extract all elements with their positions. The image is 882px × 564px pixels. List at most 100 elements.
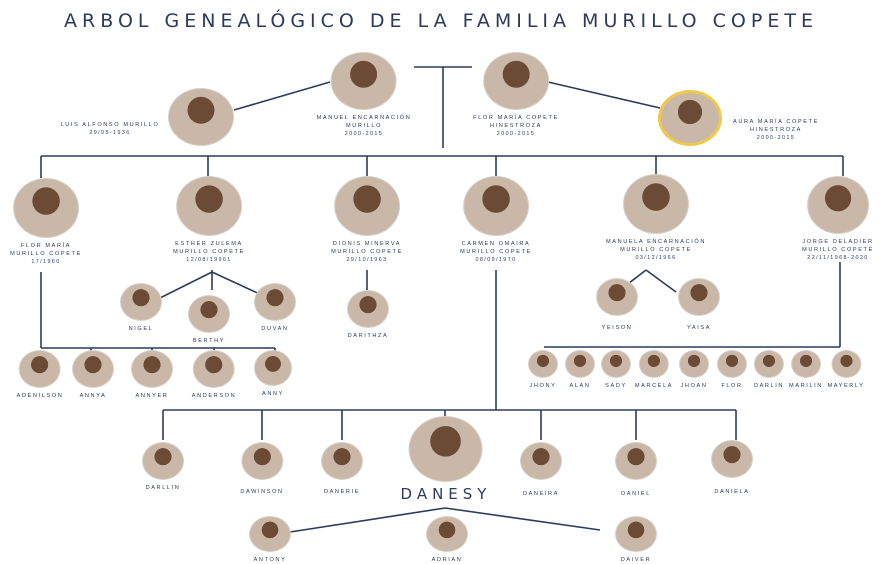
person-name: ANTONY	[253, 557, 287, 563]
person-flor: FLOR	[717, 350, 747, 390]
person-name: YAISA	[686, 325, 712, 331]
portrait-photo	[601, 350, 631, 378]
person-name: DAWINSON	[240, 489, 284, 495]
person-name: ALAN	[569, 383, 591, 389]
person-dates: 2000-2015	[756, 135, 796, 141]
person-darllin: DARLLIN	[142, 442, 184, 492]
person-name: DANIELA	[714, 489, 750, 495]
person-dates: 22/11/1968-2020	[807, 255, 869, 261]
portrait-photo	[528, 350, 558, 378]
person-berthy: BERTHY	[188, 295, 230, 345]
person-marilin: MARILIN	[789, 350, 823, 390]
portrait-photo	[754, 350, 784, 378]
person-dates: 29/05-1936	[89, 130, 131, 136]
person-flor-maria-sr: FLOR MARÍA COPETE HINESTROZA 2000-2015	[473, 52, 559, 138]
portrait-photo	[347, 290, 389, 328]
person-name: JHONY	[529, 383, 557, 389]
person-name: DANERIE	[323, 489, 361, 495]
person-yeison: YEISON	[596, 278, 638, 332]
person-darithza: DARITHZA	[347, 290, 389, 340]
person-manuela: MANUELA ENCARNACIÓN MURILLO COPETE 03/12…	[606, 174, 706, 262]
person-antony: ANTONY	[249, 516, 291, 564]
person-name: LUIS ALFONSO MURILLO	[60, 122, 160, 128]
person-name: DANESY	[400, 485, 492, 503]
person-daneira: DANEIRA	[520, 442, 562, 498]
person-daniela: DANIELA	[711, 440, 753, 496]
portrait-photo	[615, 442, 657, 480]
person-name: DARITHZA	[347, 333, 389, 339]
portrait-photo	[678, 278, 720, 316]
person-name: DARLIN	[753, 383, 785, 389]
person-dates: 03/12/1966	[635, 255, 677, 261]
person-name: MAYERLY	[827, 383, 865, 389]
person-daiver: DAIVER	[615, 516, 657, 564]
connector	[289, 507, 446, 533]
person-name: MANUELA ENCARNACIÓN	[605, 239, 707, 245]
person-aura	[658, 90, 722, 146]
person-name: ANDERSON	[191, 393, 237, 399]
person-dates: 2000-2015	[496, 131, 536, 137]
portrait-photo	[482, 52, 549, 110]
person-adrian: ADRIAN	[426, 516, 468, 564]
person-jhony: JHONY	[528, 350, 558, 390]
person-annyer: ANNYER	[131, 350, 173, 400]
connector	[159, 271, 213, 299]
portrait-photo	[717, 350, 747, 378]
portrait-photo	[192, 350, 235, 388]
person-name: SADY	[605, 383, 627, 389]
person-jorge: JORGE DELADIER MURILLO COPETE 22/11/1968…	[802, 176, 874, 262]
person-dates: 2000-2015	[344, 131, 384, 137]
portrait-photo	[72, 350, 114, 388]
portrait-photo	[520, 442, 562, 480]
person-name: ESTHER ZULEMA	[175, 241, 243, 247]
portrait-photo	[131, 350, 173, 388]
connector	[233, 81, 331, 111]
person-name: DANIEL	[621, 491, 651, 497]
person-name-2: MURILLO	[345, 123, 383, 129]
person-daniel: DANIEL	[615, 442, 657, 498]
person-mayerly: MAYERLY	[827, 350, 864, 390]
person-anny: ANNY	[254, 350, 292, 398]
person-name: FLOR MARÍA COPETE	[473, 115, 559, 121]
person-nigel: NIGEL	[120, 283, 162, 333]
portrait-photo	[790, 350, 821, 378]
person-name: FLOR MARÍA	[20, 243, 72, 249]
portrait-photo	[830, 350, 861, 378]
person-name: JHOAN	[680, 383, 708, 389]
person-name: ANNY	[262, 391, 284, 397]
person-name: CARMEN OMAIRA	[461, 241, 531, 247]
portrait-photo	[330, 52, 397, 110]
person-flor-maria: FLOR MARÍA MURILLO COPETE 17/1960	[10, 178, 82, 266]
portrait-photo	[18, 350, 61, 388]
portrait-photo	[615, 516, 657, 552]
person-name-2: MURILLO COPETE	[620, 247, 692, 253]
person-dates: 12/08/19961	[186, 257, 232, 263]
portrait-photo	[321, 442, 363, 480]
person-name: NIGEL	[128, 326, 154, 332]
person-name: ANNYA	[79, 393, 107, 399]
person-danesy: DANESY	[400, 416, 492, 503]
person-name-2: MURILLO COPETE	[10, 251, 82, 257]
person-name: DANEIRA	[522, 491, 560, 497]
person-marcela: MARCELA	[635, 350, 673, 390]
person-yaisa: YAISA	[678, 278, 720, 332]
person-duvan: DUVAN	[254, 283, 296, 333]
connector	[547, 81, 661, 109]
person-name: DARLLIN	[145, 485, 181, 491]
person-dawinson: DAWINSON	[240, 442, 283, 496]
person-name: MARILIN	[789, 383, 823, 389]
person-dates: 29/10/1963	[346, 257, 388, 263]
person-jhoan: JHOAN	[679, 350, 709, 390]
person-name-2: HINESTROZA	[489, 123, 543, 129]
portrait-photo	[254, 283, 296, 321]
portrait-photo	[142, 442, 184, 480]
person-luis	[168, 88, 234, 146]
portrait-photo	[806, 176, 869, 234]
person-danerie: DANERIE	[321, 442, 363, 496]
person-name: FLOR	[721, 383, 743, 389]
person-adenilson: ADENILSON	[17, 350, 64, 400]
person-aura-label: AURA MARÍA COPETE HINESTROZA 2000-2015	[733, 114, 819, 142]
person-name: YEISON	[601, 325, 633, 331]
person-dates: 17/1960	[31, 259, 61, 265]
